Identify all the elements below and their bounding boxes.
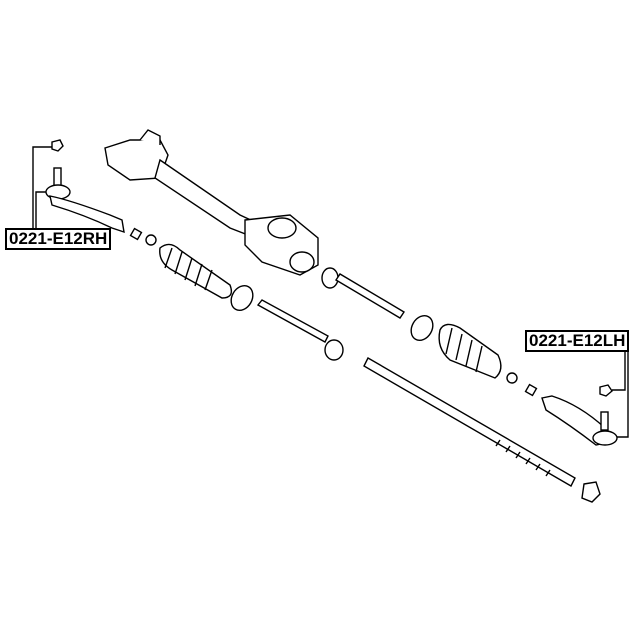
rh-tie-rod-end	[45, 167, 125, 234]
lh-nut	[599, 384, 613, 397]
lh-boot-clamp	[410, 314, 434, 342]
lh-tie-rod-end	[541, 384, 618, 446]
lh-boot	[438, 323, 502, 379]
lh-inner-tie-rod	[321, 267, 405, 319]
rh-boot	[159, 243, 233, 299]
rack-end-nut	[581, 481, 601, 503]
part-label-rh: 0221-E12RH	[5, 228, 112, 250]
rack-bar	[363, 357, 601, 503]
lh-leader-lines	[612, 351, 629, 438]
rh-nut	[51, 139, 64, 152]
rack-housing	[104, 129, 319, 276]
rh-boot-clamp	[230, 284, 254, 312]
rh-small-parts	[129, 227, 157, 246]
part-label-lh: 0221-E12LH	[525, 330, 630, 352]
rh-inner-tie-rod	[256, 299, 344, 361]
lh-small-parts	[506, 372, 538, 397]
